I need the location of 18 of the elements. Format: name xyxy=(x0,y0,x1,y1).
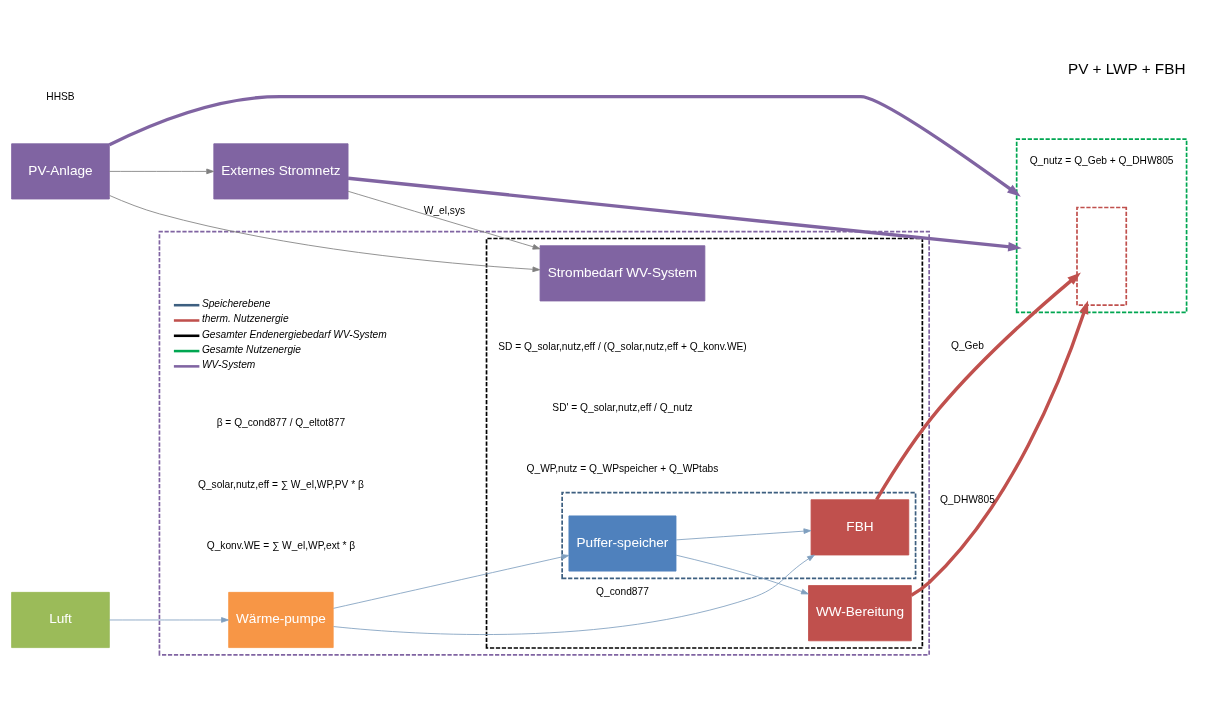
label: Q_WP,nutz = Q_WPspeicher + Q_WPtabs xyxy=(526,463,719,475)
legend-label: Gesamter Endenergiebedarf WV-System xyxy=(201,328,387,340)
legend-label: Gesamte Nutzenergie xyxy=(201,343,302,355)
edge-label: Q_cond877 xyxy=(596,585,649,597)
label: Q_konv.WE = ∑ W_el,WP,ext * β xyxy=(206,539,356,551)
edge-label: Q_DHW805 xyxy=(939,494,995,506)
legend-label: Speicherebene xyxy=(201,297,271,309)
label: Q_nutz = Q_Geb + Q_DHW805 xyxy=(1029,154,1174,166)
label: HHSB xyxy=(46,91,75,103)
edge-label: W_el,sys xyxy=(423,204,466,216)
legend-label: therm. Nutzenergie xyxy=(201,313,289,325)
edge-label: Q_Geb xyxy=(950,339,984,351)
diagram-title: PV + LWP + FBH xyxy=(1067,60,1186,78)
label: SD' = Q_solar,nutz,eff / Q_nutz xyxy=(552,402,693,414)
legend-label: WV-System xyxy=(201,359,256,371)
label: Q_solar,nutz,eff = ∑ W_el,WP,PV * β xyxy=(197,478,364,490)
label: SD = Q_solar,nutz,eff / (Q_solar,nutz,eff + Q_konv.WE) xyxy=(498,340,747,352)
label: β = Q_cond877 / Q_eltot877 xyxy=(216,417,346,429)
